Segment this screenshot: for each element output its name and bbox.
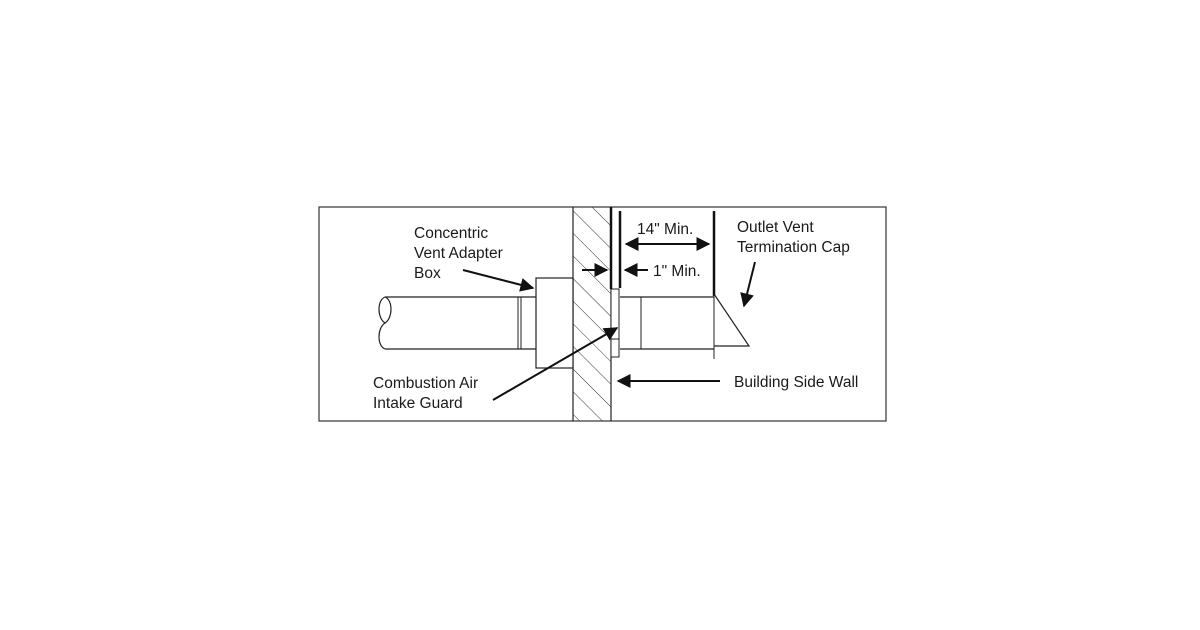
outlet-vent-termination-cap — [620, 293, 751, 359]
concentric-vent-adapter-box — [535, 277, 574, 369]
termination-cap-arrow — [740, 261, 756, 308]
combustion-air-intake-guard — [610, 288, 620, 358]
vent-pipe — [378, 296, 536, 350]
label-intake-guard: Combustion Air Intake Guard — [373, 375, 482, 412]
adapter-box-arrow — [462, 269, 535, 292]
intake-guard-arrow — [492, 327, 619, 401]
label-termination-cap: Outlet Vent Termination Cap — [737, 219, 850, 256]
label-adapter-box: Concentric Vent Adapter Box — [414, 225, 507, 282]
building-wall — [572, 207, 612, 421]
label-building-side-wall: Building Side Wall — [734, 374, 858, 391]
label-1-inch-min: 1" Min. — [653, 263, 701, 280]
label-14-inch-min: 14" Min. — [637, 221, 693, 238]
